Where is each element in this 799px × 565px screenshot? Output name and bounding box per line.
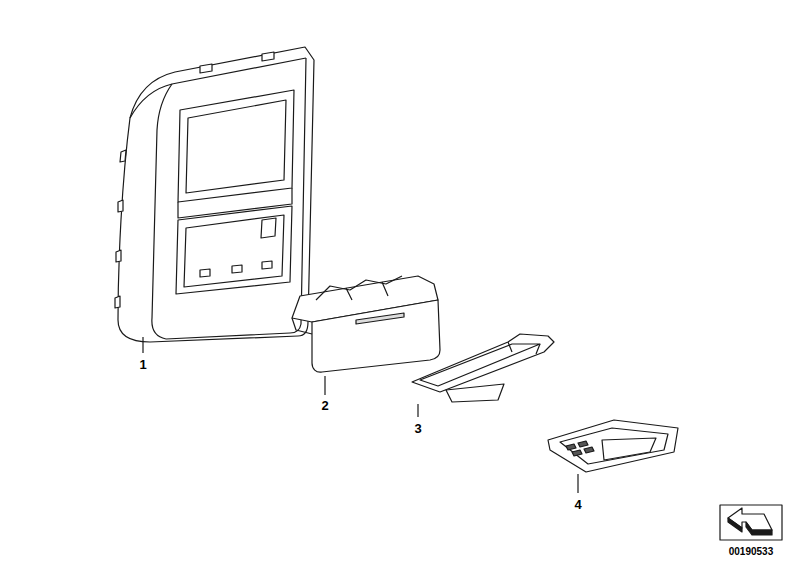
label-slot: 1 [139, 355, 146, 373]
label-slot: 00190533 [729, 541, 774, 559]
label-slot: 3 [414, 419, 421, 437]
callout-number: 1 [139, 357, 146, 372]
label-slot: 4 [574, 495, 581, 513]
diagram-code: 00190533 [729, 546, 774, 557]
trim-panel [118, 47, 314, 342]
callout-number: 2 [321, 398, 328, 413]
tray [412, 334, 554, 392]
callout-number: 3 [414, 421, 421, 436]
label-slot: 2 [321, 396, 328, 414]
callout-number: 4 [574, 497, 581, 512]
cover-frame [548, 420, 678, 472]
